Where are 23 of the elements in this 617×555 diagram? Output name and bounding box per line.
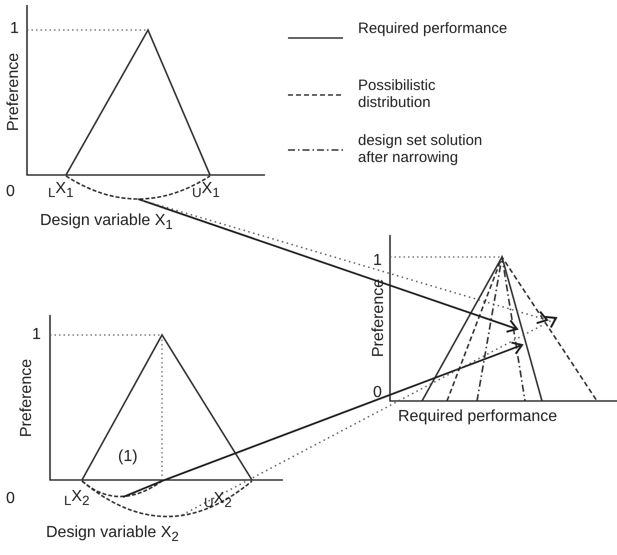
axis-title: Design variable X$_{1}$ [40, 212, 173, 234]
arrow [122, 342, 523, 498]
axis-tick-label: 0 [6, 490, 15, 508]
variable-bound-label: $_{L}$X$_{2}$ [64, 488, 90, 510]
axis-tick-label: 0 [373, 384, 382, 402]
legend-text: design set solution after narrowing [358, 132, 484, 166]
legend-text: Possibilistic distribution [358, 77, 437, 111]
variable-bound-label: $_{L}$X$_{1}$ [48, 180, 74, 202]
axis-title: Preference [370, 278, 388, 358]
range-arc [66, 175, 210, 200]
axis-tick-label: 1 [10, 20, 19, 38]
axis-title: Preference [5, 52, 23, 132]
axis-tick-label: 0 [6, 183, 15, 201]
region-number: (1) [118, 448, 138, 466]
axis-title: Required performance [398, 408, 558, 426]
axis-title: Design variable X$_{2}$ [46, 524, 179, 546]
axis-tick-label: 1 [32, 326, 41, 344]
variable-bound-label: $_{U}$X$_{1}$ [192, 180, 220, 202]
arrow [182, 316, 557, 516]
legend-text: Required performance [358, 20, 508, 37]
axis-tick-label: 1 [373, 252, 382, 270]
axis-title: Preference [18, 358, 36, 438]
variable-bound-label: $_{U}$X$_{2}$ [204, 490, 232, 512]
